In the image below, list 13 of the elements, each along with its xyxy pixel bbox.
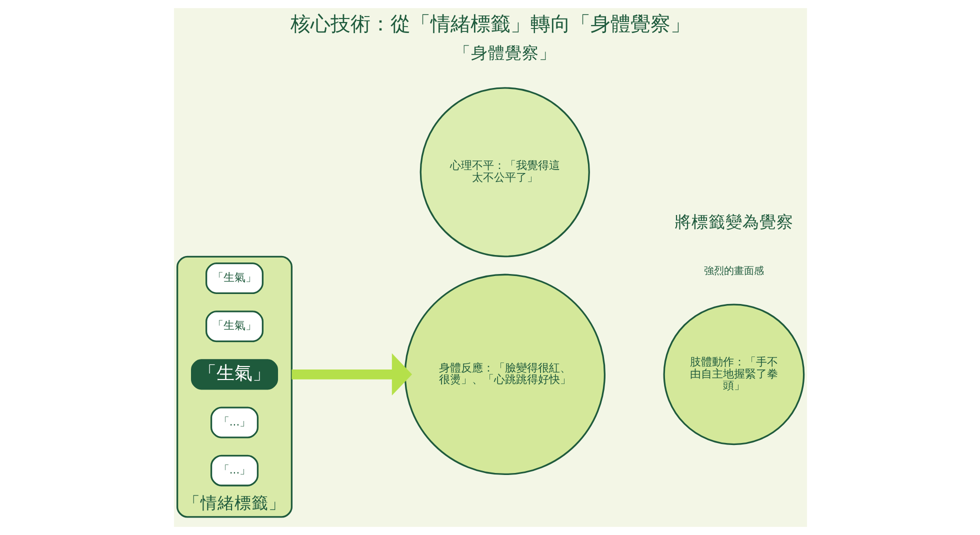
node-box: 「生氣」 (205, 262, 264, 294)
node-circle: 身體反應：「臉變得很紅、很燙」、「心跳跳得好快」 (404, 274, 606, 476)
node-box: 「...」 (210, 454, 258, 486)
node-circle: 心理不平：「我覺得這太不公平了」 (419, 87, 590, 258)
node-box: 「生氣」 (190, 359, 278, 390)
node-box: 「...」 (210, 406, 258, 438)
label: 將標籤變為覺察 (674, 212, 793, 232)
node-box: 「生氣」 (205, 310, 264, 342)
diagram-title: 核心技術：從「情緒標籤」轉向「身體覺察」 (290, 12, 690, 36)
label: 強烈的畫面感 (703, 266, 764, 278)
arrow (291, 353, 412, 396)
label: 「身體覺察」 (453, 44, 556, 63)
node-circle: 肢體動作：「手不由自主地握緊了拳頭」 (662, 304, 804, 446)
